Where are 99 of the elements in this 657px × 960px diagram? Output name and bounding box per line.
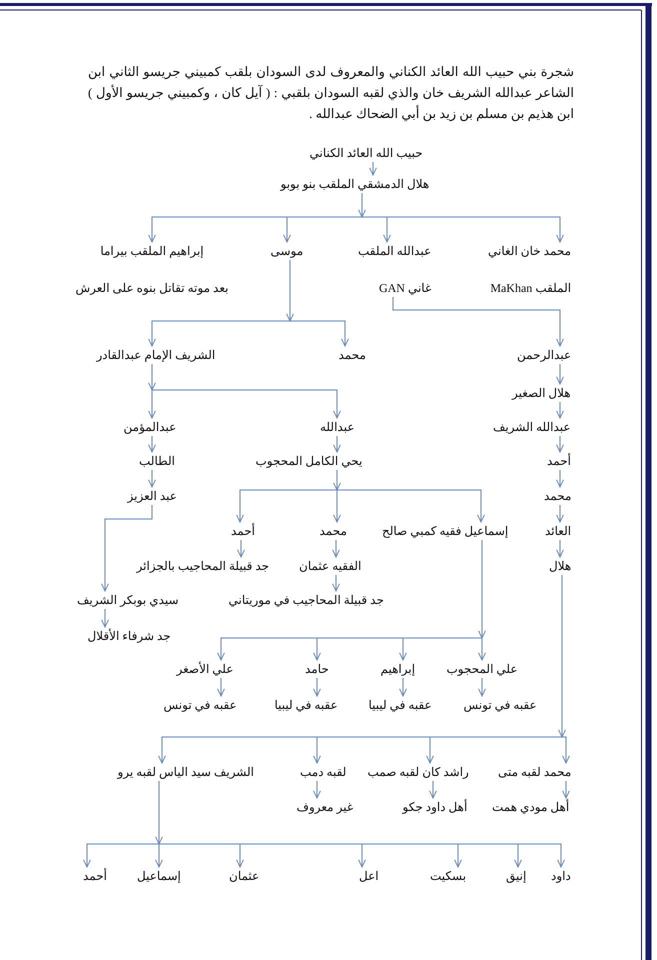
note-text: بعد موته تقاتل بنوه على العرش	[74, 280, 230, 297]
name-text: يحي الكامل المحجوب	[254, 453, 364, 470]
name-text: إسماعيل	[136, 868, 182, 885]
arrow	[556, 364, 564, 384]
name-text: جد قبيلة المحاجيب في موريتاني	[228, 592, 385, 609]
name-text: راشد كان لقبه صمب	[366, 764, 470, 781]
name-text: عقبه في ليبيا	[274, 697, 339, 714]
arrow	[155, 780, 163, 844]
arrow	[148, 364, 156, 390]
name-text: حبيب الله العائد الكناني	[308, 145, 424, 162]
arrow	[556, 540, 564, 558]
name-text: هلال الدمشقي الملقب بنو بوبو	[279, 176, 430, 193]
name-text: هلال	[548, 558, 572, 575]
name-text: بسكيت	[429, 868, 468, 885]
arrow	[148, 216, 362, 242]
arrow	[333, 470, 341, 490]
arrow	[562, 780, 570, 798]
arrow	[332, 574, 340, 592]
name-text: عقبه في تونس	[462, 697, 538, 714]
name-text: اعل	[358, 868, 380, 885]
arrow	[358, 192, 366, 218]
name-text: الفقيه عثمان	[298, 558, 362, 575]
name-text: أحمد	[82, 867, 108, 885]
arrow	[237, 540, 245, 558]
arrow	[362, 216, 391, 242]
name-text: إبراهيم	[380, 661, 416, 678]
arrow	[148, 436, 156, 452]
name-text: عبدالرحمن	[516, 347, 572, 364]
name-text: محمد لقبه متى	[497, 764, 572, 781]
name-text: عبد العزيز	[126, 488, 178, 505]
name-text: محمد خان الغاني	[487, 243, 572, 260]
arrow	[556, 402, 564, 418]
arrow	[236, 490, 338, 522]
name-text: الشريف الإمام عبدالقادر	[95, 347, 216, 364]
name-text: العائد	[544, 523, 572, 540]
arrow	[392, 296, 564, 346]
arrow	[158, 844, 244, 868]
name-text: إبراهيم الملقب بيراما	[99, 243, 205, 260]
arrow	[429, 780, 437, 798]
name-text: عبدالله الملقب	[357, 243, 432, 260]
arrow	[562, 736, 570, 764]
name-text: أهل مودي همت	[491, 798, 570, 816]
name-text: حامد	[304, 661, 330, 678]
arrow	[558, 574, 566, 738]
arrow	[217, 678, 225, 696]
arrow	[332, 540, 340, 558]
arrow	[101, 608, 109, 628]
arrow	[148, 390, 156, 418]
name-text: إنيق	[505, 868, 528, 885]
name-text: أحمد	[230, 522, 256, 540]
title: شجرة بني حبيب الله العائد الكناني والمعروف لدى السودان بلقب كمبيني جريسو الثاني ابن الشاعر عبدالله الشريف خان والذي لقبه السودان بلقبي : ( آيل كان ، وكمبيني جريسو الأول ) ابن هذيم بن مسلم بن زيد بن أبي الضحاك عبدالله .	[88, 63, 574, 124]
arrow	[333, 490, 341, 522]
arrow	[148, 470, 156, 488]
name-text: علي الأصغر	[175, 660, 234, 678]
arrow	[333, 436, 341, 452]
name-text: محمد	[318, 523, 348, 540]
arrow	[313, 678, 321, 696]
arrow	[217, 638, 482, 660]
name-text: عثمان	[228, 868, 260, 885]
arrow	[286, 260, 294, 322]
name-text: عقبه في ليبيا	[368, 697, 433, 714]
name-text: غير معروف	[296, 799, 354, 816]
name-text: إسماعيل فقيه كمبي صالح	[381, 523, 510, 540]
name-text: الشريف سيد الياس لقبه يرو	[116, 764, 256, 781]
arrow	[478, 638, 486, 660]
name-text: الطالب	[138, 453, 176, 470]
arrow	[290, 320, 349, 346]
note-text: غاني GAN	[378, 280, 432, 297]
arrow	[556, 470, 564, 488]
arrow	[336, 490, 485, 522]
name-text: داود	[550, 868, 572, 885]
arrow	[83, 844, 160, 868]
name-text: سيدي بوبكر الشريف	[76, 592, 180, 609]
arrow	[399, 678, 407, 696]
name-text: لقبه دمب	[299, 764, 348, 781]
name-text: علي المحجوب	[446, 661, 519, 678]
name-text: محمد	[543, 488, 572, 505]
arrow	[152, 390, 341, 418]
name-text: جد شرفاء الأقلال	[86, 628, 172, 645]
arrow	[155, 844, 163, 868]
arrow	[369, 162, 377, 176]
name-text: هلال الصغير	[510, 385, 572, 402]
arrow	[148, 320, 290, 346]
name-text: عبدالله الشريف	[492, 419, 572, 436]
arrow	[313, 780, 321, 798]
arrow	[478, 540, 486, 638]
name-text: عبدالله	[319, 419, 356, 436]
name-text: عبدالمؤمن	[122, 419, 178, 436]
name-text: عقبه في تونس	[162, 697, 238, 714]
arrow	[101, 504, 152, 592]
name-text: محمد	[338, 347, 367, 364]
name-text: أحمد	[546, 452, 572, 470]
note-text: الملقب MaKhan	[489, 280, 572, 297]
arrow	[478, 678, 486, 696]
name-text: أهل داود جكو	[401, 798, 468, 816]
name-text: موسى	[270, 243, 304, 260]
name-text: جد قبيلة المحاجيب بالجزائر	[135, 558, 270, 575]
arrow	[556, 436, 564, 452]
arrow	[556, 504, 564, 522]
